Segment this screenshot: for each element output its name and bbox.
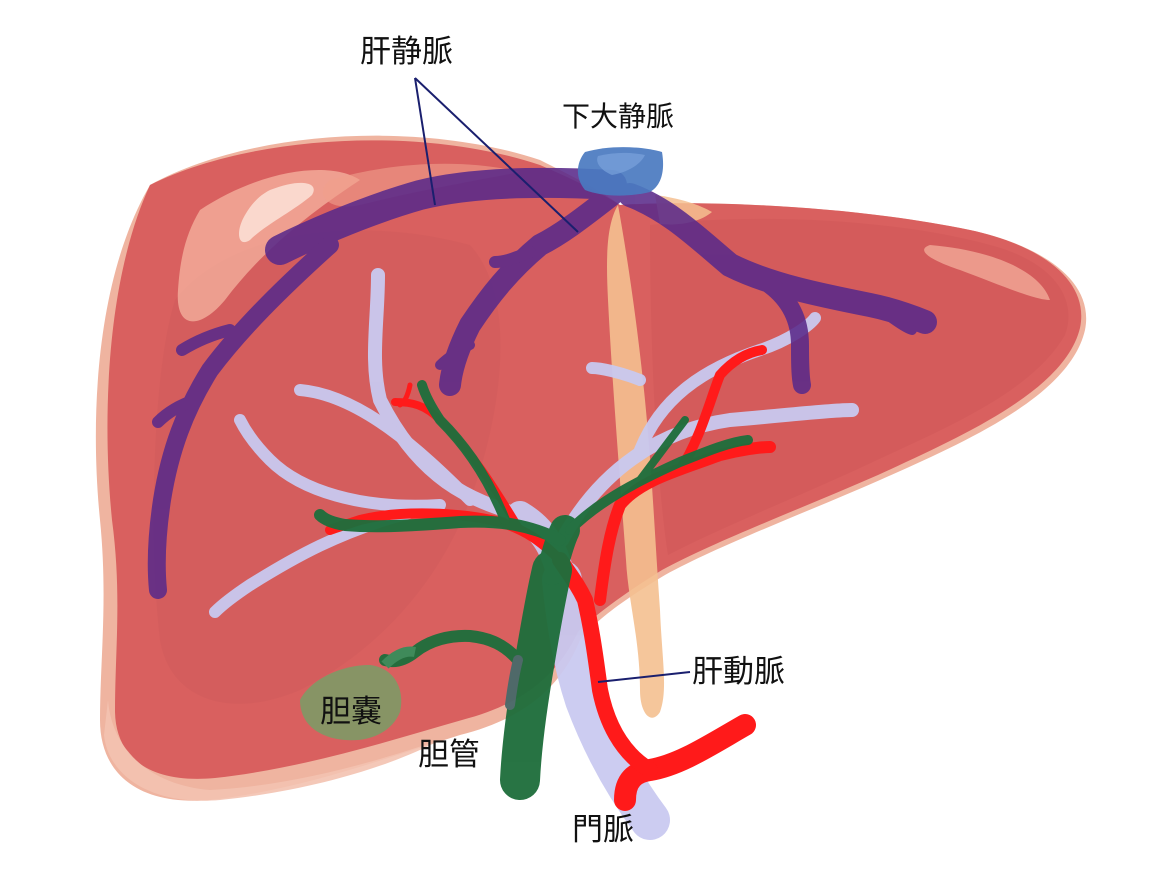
bile-duct (314, 380, 753, 800)
bile-duct-left (314, 509, 566, 546)
bile-duct-right-up (636, 416, 689, 484)
hepatic-artery-right-up (675, 345, 767, 475)
hepatic-vein-middle-twig-2 (435, 340, 475, 370)
hepatic-artery-proper (552, 552, 658, 778)
bile-duct-left-up (417, 380, 510, 525)
leader-lines (414, 77, 691, 683)
gallbladder (300, 646, 416, 741)
portal-vein-left-branch-1 (294, 384, 476, 506)
hepatic-vein-left-twig-1 (176, 324, 236, 356)
bile-duct-hepatic-common (537, 515, 580, 585)
liver-right-lobe-shade (650, 218, 1069, 555)
portal-vein-right-main (555, 403, 859, 547)
label-gallbladder: 胆嚢 (320, 694, 382, 730)
leader-line-hepatic-vein-middle (414, 77, 579, 233)
bile-duct-common (500, 550, 572, 800)
hepatic-vein (147, 167, 937, 599)
hepatic-vein-right-twig (875, 305, 917, 335)
leader-line-hepatic-artery (597, 671, 691, 683)
inferior-vena-cava (577, 147, 664, 196)
portal-vein-left-branch-2 (234, 414, 446, 512)
hepatic-artery-left-twig (397, 382, 413, 408)
liver-highlight-right (924, 245, 1050, 300)
hepatic-vein-left-twig-2 (152, 394, 201, 428)
hepatic-vein-middle-twig (489, 246, 536, 268)
label-hepatic-vein: 肝静脈 (360, 34, 453, 70)
bile-duct-cystic-grey (505, 655, 523, 710)
label-bile-duct: 胆管 (418, 737, 480, 773)
gallbladder-shape (300, 665, 402, 741)
labels: 肝静脈 下大静脈 肝動脈 胆嚢 胆管 門脈 (320, 34, 785, 848)
portal-vein-right-branch-2 (586, 362, 646, 386)
bile-duct-cystic (379, 629, 524, 668)
hepatic-vein-right-descend (761, 276, 811, 394)
hepatic-vein-left-descend (147, 236, 339, 599)
gallbladder-neck (381, 646, 416, 669)
portal-vein-left-main (367, 268, 527, 522)
inferior-vena-cava-highlight (597, 152, 645, 175)
label-hepatic-artery: 肝動脈 (692, 654, 785, 690)
hepatic-vein-left-trunk (265, 167, 627, 265)
bile-duct-right (565, 435, 753, 535)
hepatic-artery-right (594, 441, 776, 606)
label-portal-vein: 門脈 (572, 812, 634, 848)
leader-line-hepatic-vein-left (414, 77, 436, 206)
liver-highlight-left-inner (238, 182, 314, 243)
label-inferior-vena-cava: 下大静脈 (562, 100, 674, 133)
